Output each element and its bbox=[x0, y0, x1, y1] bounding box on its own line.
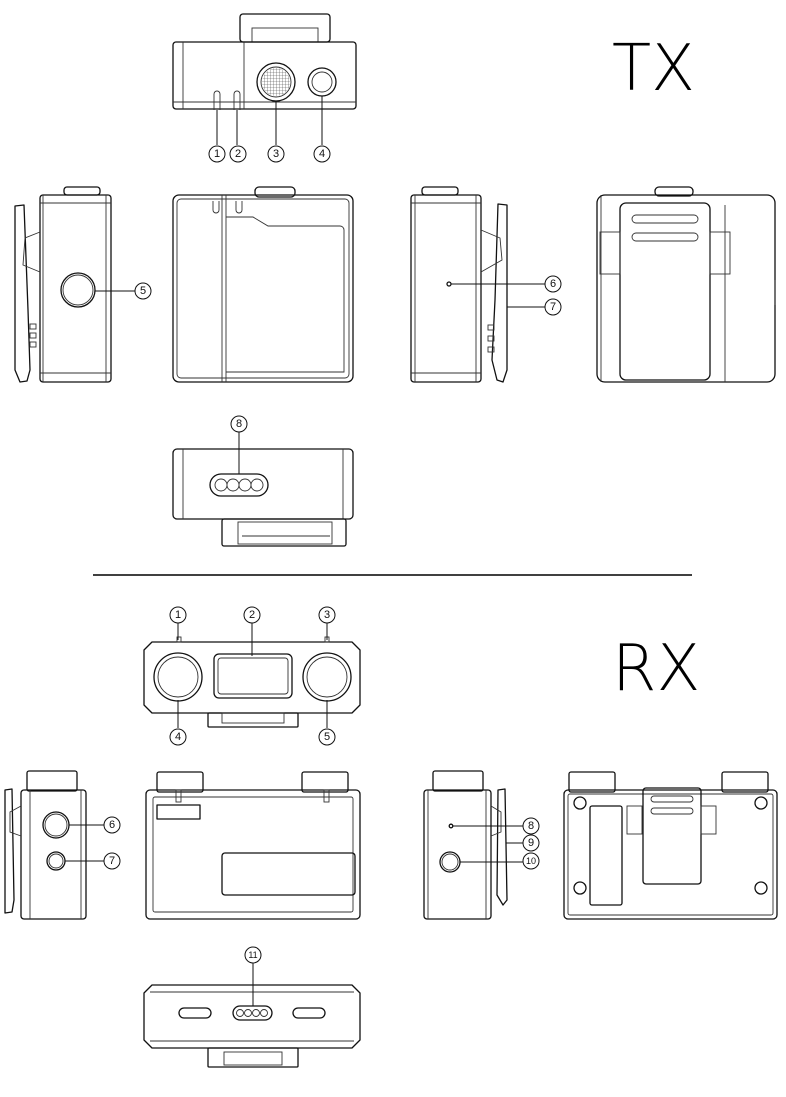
svg-text:9: 9 bbox=[528, 837, 534, 849]
svg-text:3: 3 bbox=[324, 609, 330, 621]
rx-knob-right-icon bbox=[302, 652, 352, 702]
rx-left-side-view bbox=[4, 770, 87, 920]
rx-callout-8: 8 bbox=[522, 817, 540, 835]
tx-callout-6: 6 bbox=[544, 275, 562, 293]
tx-front-view bbox=[172, 186, 354, 383]
tx-title: TX bbox=[612, 32, 695, 106]
svg-text:7: 7 bbox=[550, 301, 556, 313]
tx-callout-4: 4 bbox=[313, 145, 331, 163]
svg-text:5: 5 bbox=[324, 731, 330, 743]
rx-callout-3: 3 bbox=[318, 606, 336, 624]
tx-right-side-view bbox=[410, 186, 508, 383]
svg-text:11: 11 bbox=[248, 950, 257, 960]
microphone-grille-icon bbox=[256, 62, 296, 102]
rx-callout-10: 10 bbox=[522, 852, 540, 870]
svg-text:4: 4 bbox=[319, 148, 325, 160]
rx-knob-left-icon bbox=[153, 652, 203, 702]
rx-pogo-pin-connector-icon bbox=[232, 1005, 273, 1021]
svg-text:1: 1 bbox=[214, 148, 220, 160]
rx-front-view bbox=[145, 771, 361, 920]
tx-back-view bbox=[596, 186, 776, 383]
rx-callout-2: 2 bbox=[243, 606, 261, 624]
rx-callout-6: 6 bbox=[103, 816, 121, 834]
rx-back-view bbox=[563, 771, 778, 920]
svg-text:8: 8 bbox=[236, 418, 242, 430]
svg-text:2: 2 bbox=[249, 609, 255, 621]
tx-bottom-view bbox=[172, 448, 354, 547]
tx-callout-1: 1 bbox=[208, 145, 226, 163]
rx-callout-11: 11 bbox=[244, 946, 262, 964]
svg-text:6: 6 bbox=[550, 278, 556, 290]
tx-callout-8: 8 bbox=[230, 415, 248, 433]
tx-callout-7: 7 bbox=[544, 298, 562, 316]
jack-port-icon bbox=[307, 67, 337, 97]
rx-bottom-view bbox=[143, 984, 361, 1068]
rx-callout-9: 9 bbox=[522, 834, 540, 852]
svg-text:8: 8 bbox=[528, 820, 534, 832]
rx-title: RX bbox=[612, 632, 700, 706]
svg-text:2: 2 bbox=[235, 148, 241, 160]
tx-callout-3: 3 bbox=[267, 145, 285, 163]
svg-text:10: 10 bbox=[526, 856, 536, 866]
pogo-pin-connector-icon bbox=[209, 473, 269, 497]
svg-text:3: 3 bbox=[273, 148, 279, 160]
rx-callout-7: 7 bbox=[103, 852, 121, 870]
svg-text:7: 7 bbox=[109, 855, 115, 867]
rx-callout-5: 5 bbox=[318, 728, 336, 746]
tx-left-side-view bbox=[14, 186, 112, 383]
rx-callout-1: 1 bbox=[169, 606, 187, 624]
svg-text:4: 4 bbox=[175, 731, 181, 743]
tx-top-view bbox=[172, 13, 357, 110]
tx-callout-5: 5 bbox=[134, 282, 152, 300]
svg-text:6: 6 bbox=[109, 819, 115, 831]
rx-callout-4: 4 bbox=[169, 728, 187, 746]
svg-text:5: 5 bbox=[140, 285, 146, 297]
tx-callout-2: 2 bbox=[229, 145, 247, 163]
rx-right-side-view bbox=[423, 770, 508, 920]
svg-text:1: 1 bbox=[175, 609, 181, 621]
